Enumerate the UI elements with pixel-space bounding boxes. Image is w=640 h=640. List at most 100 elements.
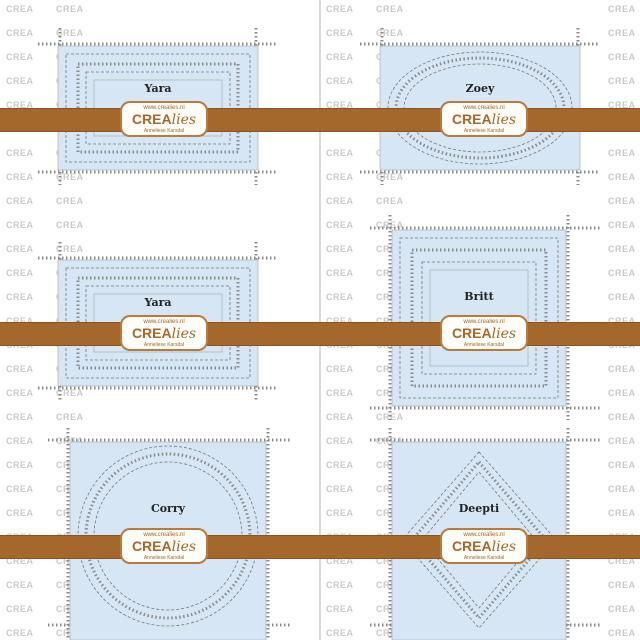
watermark-text: CREA	[608, 580, 636, 590]
watermark-text: CREA	[6, 628, 34, 638]
watermark-text: CREA	[326, 172, 354, 182]
crealies-logo: www.crealies.nl CREAlies Anneliese Karsd…	[440, 528, 528, 564]
watermark-text: CREA	[376, 244, 404, 254]
crealies-logo: www.crealies.nl CREAlies Anneliese Karsd…	[120, 528, 208, 564]
watermark-text: CREA	[56, 172, 84, 182]
watermark-text: CREA	[326, 292, 354, 302]
watermark-text: CREA	[326, 316, 354, 326]
watermark-text: CREA	[56, 4, 84, 14]
watermark-text: CREA	[6, 460, 34, 470]
watermark-text: CREA	[56, 604, 84, 614]
watermark-text: CREA	[6, 388, 34, 398]
watermark-text: CREA	[608, 388, 636, 398]
watermark-text: CREA	[56, 436, 84, 446]
watermark-text: CREA	[6, 484, 34, 494]
watermark-text: CREA	[6, 436, 34, 446]
watermark-text: CREA	[608, 52, 636, 62]
crealies-logo: www.crealies.nl CREAlies Anneliese Karsd…	[440, 315, 528, 351]
watermark-text: CREA	[56, 388, 84, 398]
watermark-text: CREA	[376, 388, 404, 398]
watermark-text: CREA	[608, 76, 636, 86]
watermark-text: CREA	[326, 148, 354, 158]
watermark-text: CREA	[6, 172, 34, 182]
watermark-text: CREA	[608, 604, 636, 614]
watermark-text: CREA	[6, 364, 34, 374]
watermark-text: CREA	[608, 436, 636, 446]
watermark-text: CREA	[56, 28, 84, 38]
watermark-text: CREA	[326, 196, 354, 206]
watermark-text: CREA	[6, 508, 34, 518]
watermark-text: CREA	[6, 244, 34, 254]
watermark-text: CREA	[608, 196, 636, 206]
watermark-text: CREA	[6, 100, 34, 110]
watermark-text: CREA	[326, 388, 354, 398]
die-name-deepti: Deepti	[458, 502, 500, 515]
crealies-logo: www.crealies.nl CREAlies Anneliese Karsd…	[440, 101, 528, 137]
die-name-yara-1: Yara	[144, 82, 172, 95]
watermark-text: CREA	[6, 268, 34, 278]
die-name-yara-2: Yara	[144, 296, 172, 309]
watermark-text: CREA	[6, 292, 34, 302]
watermark-text: CREA	[6, 28, 34, 38]
crealies-logo: www.crealies.nl CREAlies Anneliese Karsd…	[120, 101, 208, 137]
watermark-text: CREA	[376, 292, 404, 302]
watermark-text: CREA	[608, 628, 636, 638]
watermark-text: CREA	[376, 412, 404, 422]
watermark-text: CREA	[6, 556, 34, 566]
brand-band-1	[0, 108, 640, 132]
watermark-text: CREA	[326, 508, 354, 518]
watermark-text: CREA	[376, 220, 404, 230]
watermark-text: CREA	[6, 412, 34, 422]
watermark-text: CREA	[326, 220, 354, 230]
watermark-text: CREA	[608, 268, 636, 278]
watermark-text: CREA	[326, 556, 354, 566]
watermark-text: CREA	[6, 76, 34, 86]
watermark-text: CREA	[326, 460, 354, 470]
watermark-text: CREA	[608, 316, 636, 326]
watermark-text: CREA	[56, 628, 84, 638]
watermark-text: CREA	[608, 508, 636, 518]
die-name-corry: Corry	[150, 502, 186, 515]
watermark-text: CREA	[376, 172, 404, 182]
brand-band-2	[0, 322, 640, 346]
watermark-text: CREA	[608, 556, 636, 566]
watermark-text: CREA	[326, 100, 354, 110]
watermark-text: CREA	[608, 148, 636, 158]
watermark-text: CREA	[326, 436, 354, 446]
watermark-text: CREA	[6, 4, 34, 14]
watermark-text: CREA	[376, 196, 404, 206]
watermark-text: CREA	[376, 28, 404, 38]
watermark-text: CREA	[326, 580, 354, 590]
watermark-text: CREA	[376, 316, 404, 326]
watermark-text: CREA	[608, 172, 636, 182]
watermark-text: CREA	[608, 220, 636, 230]
watermark-text: CREA	[6, 316, 34, 326]
watermark-text: CREA	[56, 508, 84, 518]
watermark-text: CREA	[6, 604, 34, 614]
watermark-text: CREA	[326, 604, 354, 614]
watermark-text: CREA	[56, 196, 84, 206]
watermark-text: CREA	[326, 52, 354, 62]
watermark-text: CREA	[6, 196, 34, 206]
watermark-text: CREA	[608, 412, 636, 422]
watermark-text: CREA	[56, 244, 84, 254]
watermark-text: CREA	[326, 244, 354, 254]
watermark-text: CREA	[56, 220, 84, 230]
watermark-text: CREA	[56, 412, 84, 422]
watermark-text: CREA	[608, 28, 636, 38]
watermark-text: CREA	[326, 4, 354, 14]
watermark-text: CREA	[608, 292, 636, 302]
die-name-britt: Britt	[464, 290, 494, 303]
watermark-text: CREA	[326, 628, 354, 638]
watermark-text: CREA	[608, 244, 636, 254]
watermark-text: CREA	[56, 484, 84, 494]
watermark-text: CREA	[326, 76, 354, 86]
column-divider	[319, 0, 321, 640]
watermark-text: CREA	[608, 100, 636, 110]
watermark-text: CREA	[6, 52, 34, 62]
watermark-text: CREA	[56, 580, 84, 590]
watermark-text: CREA	[608, 4, 636, 14]
watermark-text: CREA	[608, 460, 636, 470]
watermark-text: CREA	[6, 148, 34, 158]
